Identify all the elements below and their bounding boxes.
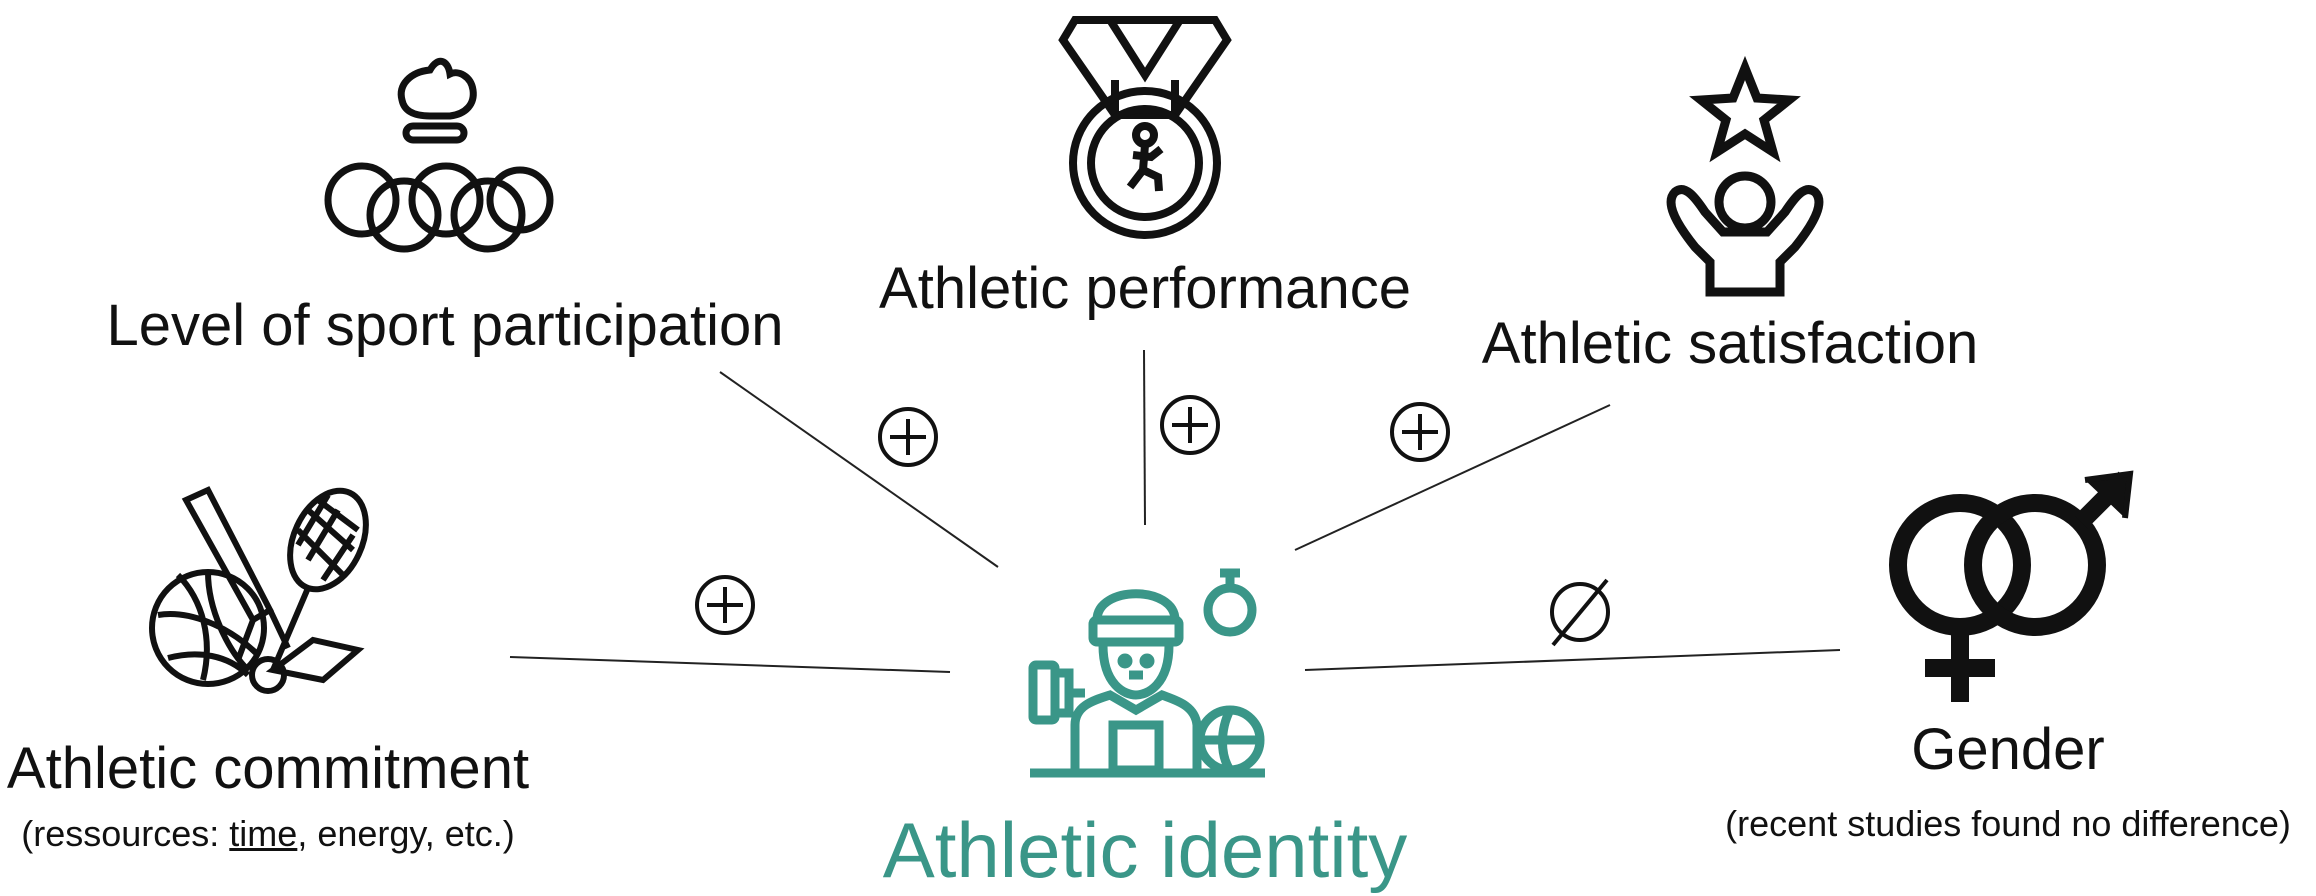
factor-label-performance: Athletic performance bbox=[879, 256, 1411, 321]
factor-label-gender: Gender bbox=[1911, 717, 2105, 782]
connector-commitment bbox=[509, 656, 951, 673]
factor-note-commitment: (ressources: time, energy, etc.) bbox=[21, 813, 515, 854]
factor-label-level: Level of sport participation bbox=[106, 293, 784, 358]
factor-note-gender: (recent studies found no difference) bbox=[1725, 803, 2291, 844]
relation-none-gender bbox=[1550, 578, 1610, 647]
relation-plus-performance bbox=[1160, 395, 1220, 455]
relation-plus-level bbox=[878, 407, 938, 467]
factor-label-commitment: Athletic commitment bbox=[6, 736, 530, 801]
olympic-rings-icon bbox=[324, 57, 554, 253]
relation-plus-satisfaction bbox=[1390, 402, 1450, 462]
sports-equipment-icon bbox=[149, 486, 369, 694]
center-label: Athletic identity bbox=[882, 806, 1408, 894]
factor-label-satisfaction: Athletic satisfaction bbox=[1481, 311, 1979, 376]
medal-icon bbox=[1058, 16, 1232, 239]
gender-symbols-icon bbox=[1889, 470, 2134, 702]
connector-level bbox=[719, 371, 999, 568]
connector-satisfaction bbox=[1294, 404, 1611, 551]
connector-performance bbox=[1143, 349, 1146, 526]
cheering-person-star-icon bbox=[1666, 55, 1824, 297]
relation-plus-commitment bbox=[695, 575, 755, 635]
athlete-icon bbox=[1028, 568, 1265, 778]
connector-gender bbox=[1304, 649, 1841, 671]
